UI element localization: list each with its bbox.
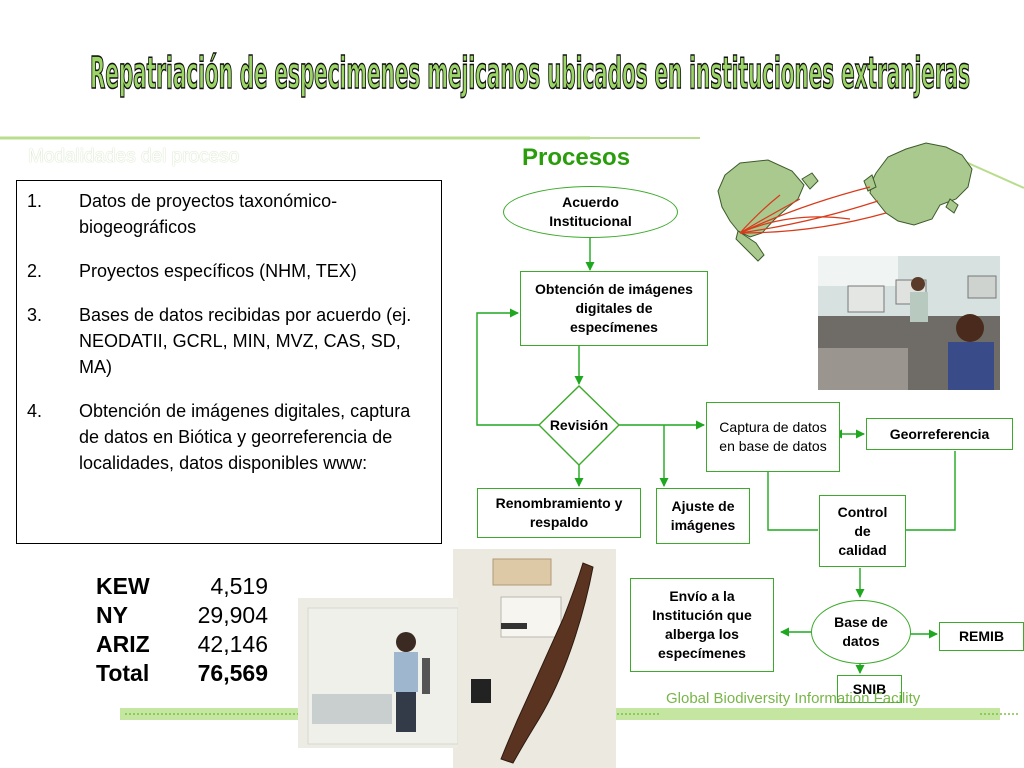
node-snib: SNIB — [837, 675, 902, 703]
specimen-illustration — [453, 549, 616, 768]
world-map-illustration — [717, 142, 973, 262]
node-envio-institucion: Envío a la Institución que alberga los e… — [630, 578, 774, 672]
specimen-sheet-photo — [453, 549, 616, 768]
node-captura-datos: Captura de datos en base de datos — [706, 402, 840, 472]
node-georreferencia: Georreferencia — [866, 418, 1013, 450]
list-item: 2. Proyectos específicos (NHM, TEX) — [27, 261, 357, 281]
lab-worker-photo — [298, 598, 458, 748]
node-control-calidad: Control de calidad — [819, 495, 906, 567]
list-item: 3. Bases de datos recibidas por acuerdo … — [27, 305, 412, 377]
node-remib: REMIB — [939, 622, 1024, 651]
node-obtencion-imagenes: Obtención de imágenes digitales de espec… — [520, 271, 708, 346]
office-workers-photo — [818, 256, 1000, 390]
list-item: 1. Datos de proyectos taxonómico-biogeog… — [27, 191, 338, 237]
node-ajuste-imagenes: Ajuste de imágenes — [656, 488, 750, 544]
footer-gbif: Global Biodiversity Information Facility — [666, 690, 921, 707]
node-base-datos: Base de datos — [811, 600, 911, 664]
office-workers-illustration — [818, 256, 1000, 390]
lab-worker-illustration — [298, 598, 458, 748]
modalities-list: 1. Datos de proyectos taxonómico-biogeog… — [16, 180, 442, 544]
node-revision: Revisión — [549, 417, 609, 433]
list-item: 4. Obtención de imágenes digitales, capt… — [27, 401, 411, 473]
svg-text:Repatriación de especimenes me: Repatriación de especimenes mejicanos ub… — [90, 48, 970, 99]
slide-title: Repatriación de especimenes mejicanos ub… — [89, 47, 971, 100]
node-acuerdo-institucional: Acuerdo Institucional — [503, 186, 678, 238]
node-renombramiento: Renombramiento y respaldo — [477, 488, 641, 538]
subtitle: Modalidades del proceso — [28, 146, 240, 167]
flow-title: Procesos — [522, 144, 631, 171]
